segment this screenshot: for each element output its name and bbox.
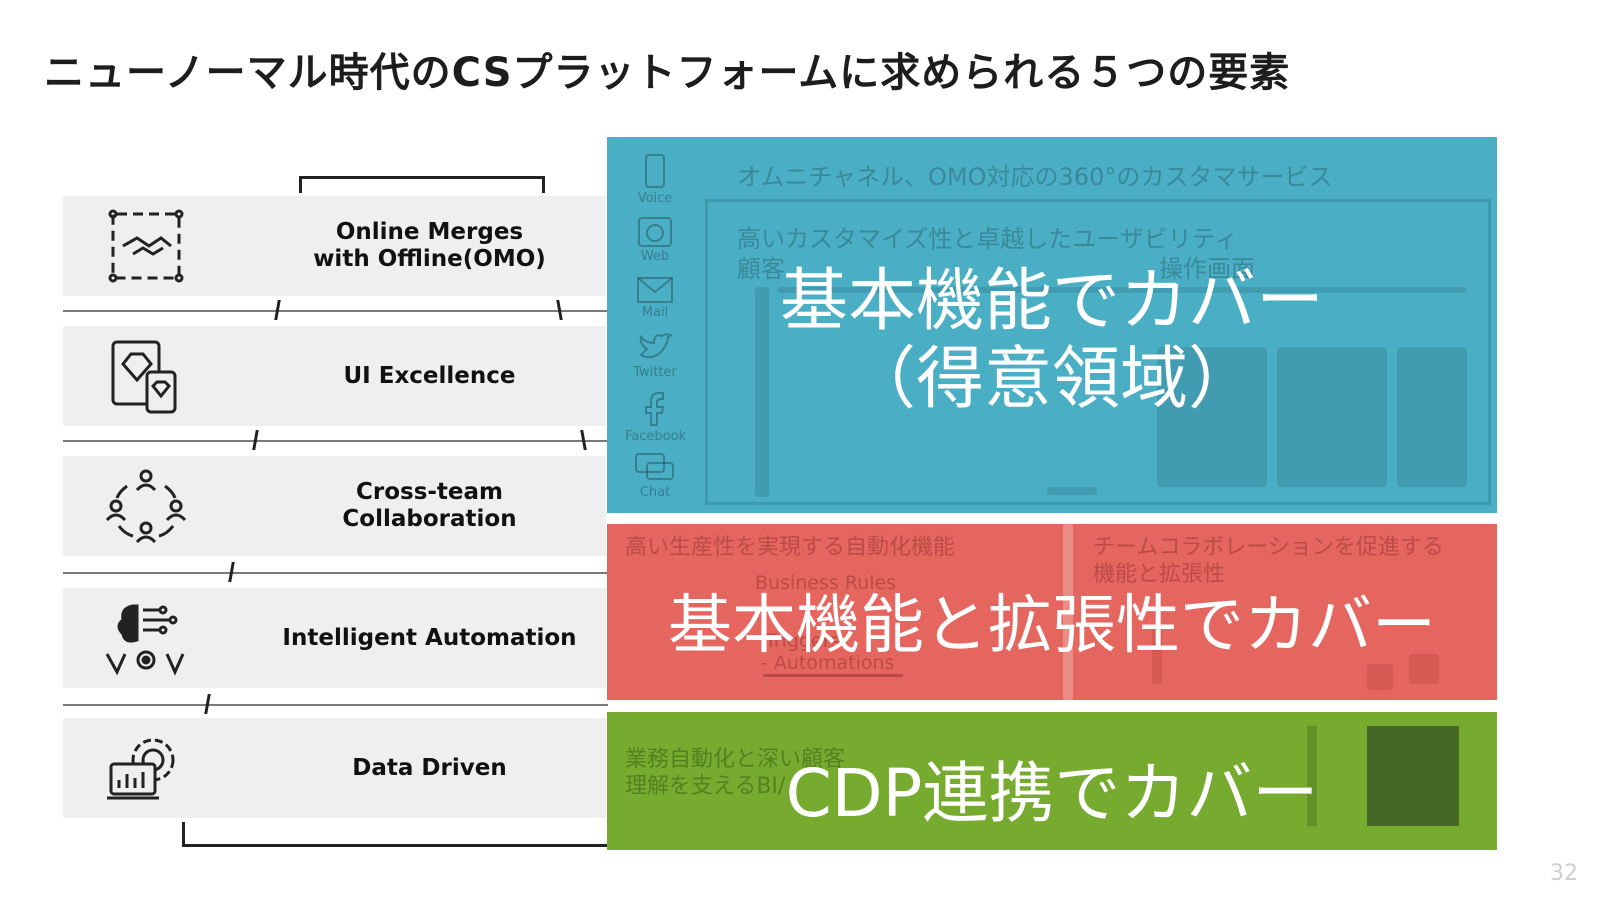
- teal-overlay-line1: 基本機能でカバー: [779, 262, 1324, 341]
- ghost-business-rules: Business Rules: [755, 572, 897, 594]
- ghost-collab-text-1: チームコラボレーションを促進する: [1093, 535, 1444, 560]
- ghost-bar: [1307, 726, 1317, 826]
- teal-coverage-panel: オムニチャネル、OMO対応の360°のカスタマサービス 高いカスタマイズ性と卓越…: [607, 137, 1497, 513]
- channel-twitter: Twitter: [625, 333, 685, 380]
- ghost-collab-text-2: 機能と拡張性: [1093, 562, 1226, 587]
- element-label-omo: Online Merges with Offline(OMO): [313, 219, 546, 272]
- channel-chat: Chat: [625, 453, 685, 500]
- channel-label: Facebook: [625, 429, 687, 444]
- ghost-bar: [1152, 624, 1162, 684]
- ghost-triggers: Triggers: [765, 630, 841, 652]
- handshake-circuit-icon: [108, 209, 184, 283]
- channel-facebook: Facebook: [625, 391, 687, 444]
- ghost-usability-text: 高いカスタマイズ性と卓越したユーザビリティ: [737, 225, 1239, 253]
- element-label-collab: Cross-team Collaboration: [342, 479, 517, 532]
- phone-icon: [645, 154, 665, 188]
- channel-label: Web: [640, 249, 670, 264]
- ghost-automations: - Automations: [761, 652, 895, 674]
- channel-mail: Mail: [625, 277, 685, 320]
- team-cycle-icon: [105, 469, 187, 544]
- top-bracket: [299, 176, 545, 193]
- teal-overlay-line2: （得意領域）: [847, 340, 1256, 419]
- ghost-button: [1047, 487, 1097, 495]
- divider-2: [63, 440, 608, 442]
- ghost-app-icon: [1409, 654, 1439, 684]
- channel-label: Voice: [637, 191, 673, 206]
- slide-title: ニューノーマル時代のCSプラットフォームに求められる５つの要素: [44, 50, 1291, 96]
- ghost-dashboard: [1367, 726, 1459, 826]
- element-row-automation: Intelligent Automation: [63, 588, 606, 688]
- chat-icon: [635, 453, 674, 480]
- element-label-data: Data Driven: [352, 754, 507, 781]
- facebook-icon: [645, 392, 665, 426]
- ghost-screen-frame: [705, 199, 1491, 505]
- element-row-collab: Cross-team Collaboration: [63, 456, 606, 556]
- bottom-bracket: [182, 822, 662, 847]
- divider-4: [63, 704, 608, 706]
- green-coverage-panel: 業務自動化と深い顧客 理解を支えるBI/ CDP連携でカバー: [607, 712, 1497, 850]
- element-row-data: Data Driven: [63, 718, 606, 818]
- twitter-icon: [639, 333, 672, 359]
- divider-1: [63, 310, 608, 312]
- ghost-customer-text: 顧客: [737, 255, 785, 283]
- brain-gear-icon: [105, 604, 185, 676]
- ghost-omni-header: オムニチャネル、OMO対応の360°のカスタマサービス: [737, 163, 1333, 191]
- green-overlay: CDP連携でカバー: [785, 755, 1319, 832]
- ghost-divider: [1063, 524, 1073, 700]
- ghost-topbar: [777, 287, 1467, 293]
- ghost-card: [1157, 347, 1267, 487]
- element-label-automation: Intelligent Automation: [282, 624, 577, 651]
- ghost-screen-text: 操作画面: [1159, 255, 1255, 283]
- red-overlay: 基本機能と拡張性でカバー: [668, 589, 1436, 663]
- channel-voice: Voice: [625, 153, 685, 206]
- red-coverage-panel: 高い生産性を実現する自動化機能 Business Rules Triggers …: [607, 524, 1497, 700]
- ghost-bi-text-1: 業務自動化と深い顧客: [625, 747, 846, 772]
- element-row-ui: UI Excellence: [63, 326, 606, 426]
- channel-label: Mail: [641, 305, 669, 320]
- divider-3: [63, 572, 608, 574]
- page-number: 32: [1550, 861, 1578, 886]
- channel-web: Web: [625, 217, 685, 264]
- ghost-sidebar: [755, 287, 769, 497]
- ghost-app-icon: [1367, 664, 1393, 690]
- gear-dashboard-icon: [107, 738, 175, 800]
- globe-icon: [638, 217, 672, 247]
- ghost-card: [1397, 347, 1467, 487]
- ghost-automation-text: 高い生産性を実現する自動化機能: [625, 535, 956, 560]
- ghost-arrow: [763, 674, 903, 677]
- ghost-bi-text-2: 理解を支えるBI/: [625, 774, 786, 799]
- element-label-ui: UI Excellence: [343, 362, 516, 389]
- mail-icon: [637, 277, 673, 303]
- tablet-phone-diamond-icon: [111, 340, 177, 414]
- ghost-card: [1277, 347, 1387, 487]
- element-row-omo: Online Merges with Offline(OMO): [63, 196, 606, 296]
- channel-label: Twitter: [633, 365, 677, 380]
- channel-label: Chat: [639, 485, 671, 500]
